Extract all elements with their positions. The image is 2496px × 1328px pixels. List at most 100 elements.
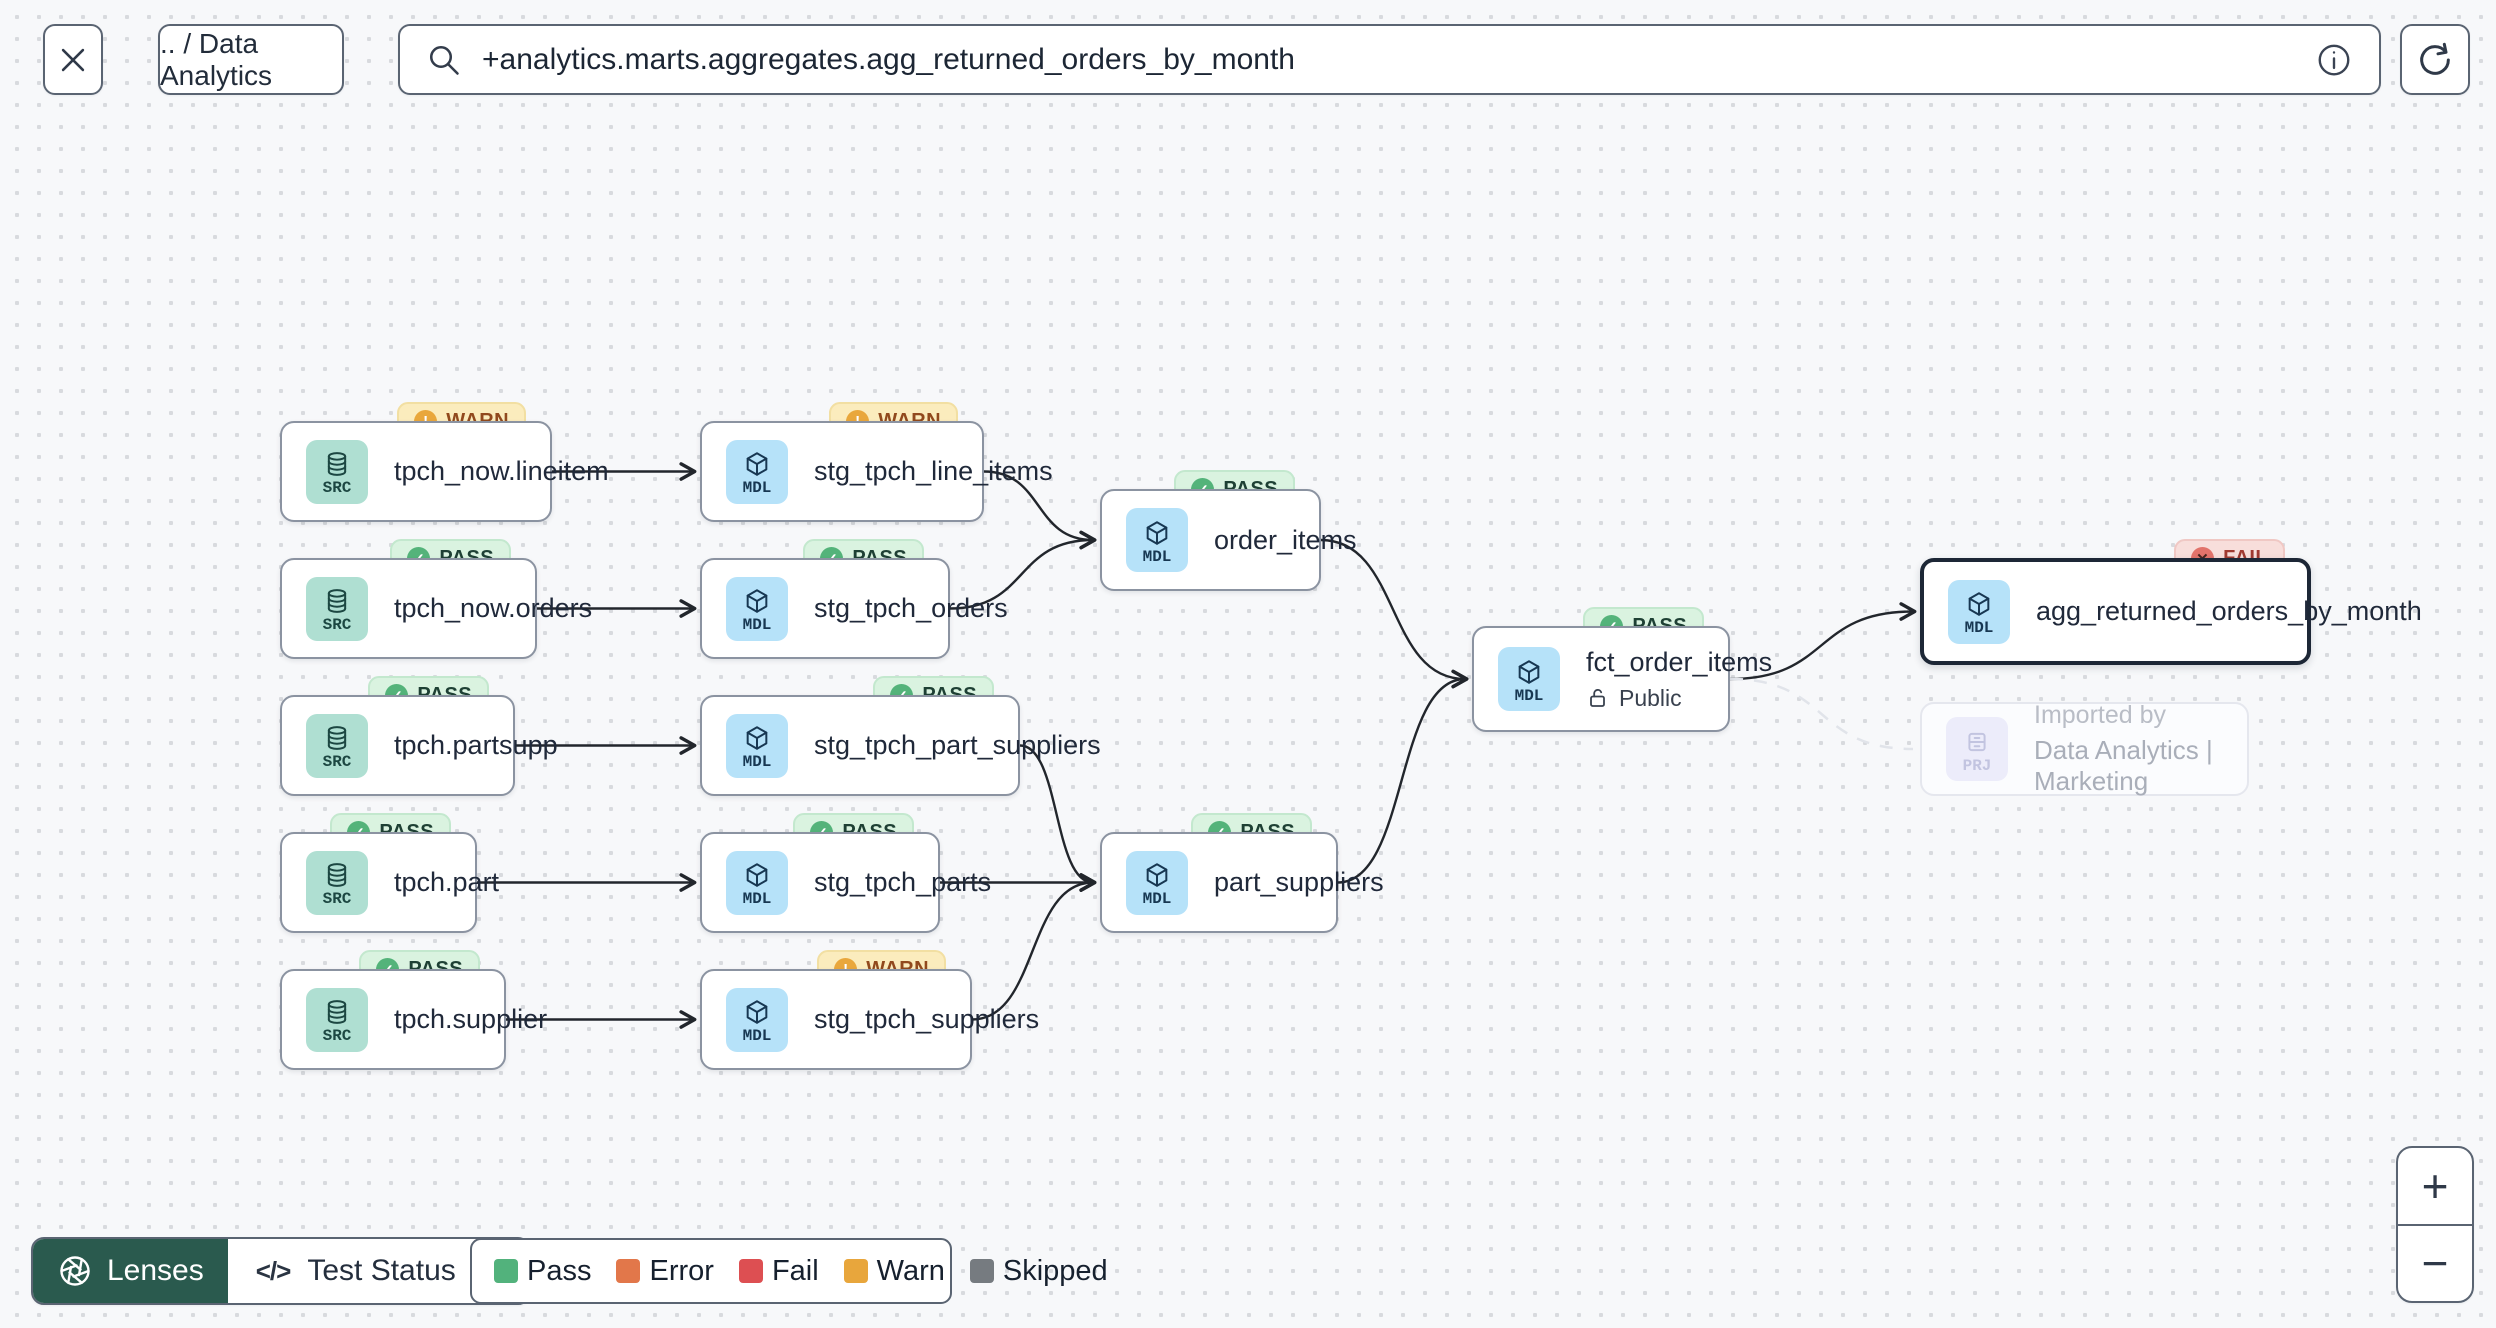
- cube-icon: MDL: [726, 576, 788, 641]
- database-icon: SRC: [306, 439, 368, 504]
- refresh-icon: [2415, 40, 2455, 80]
- edge-part_suppliers-to-fct_order_items: [1337, 669, 1469, 884]
- node-stg_line_items: !WARNMDLstg_tpch_line_items: [700, 402, 1053, 522]
- node-order_items: ✓PASSMDLorder_items: [1100, 470, 1357, 591]
- edge-stg_orders-to-order_items: [949, 530, 1097, 610]
- legend-item-skipped: Skipped: [969, 1254, 1108, 1288]
- lens-selector[interactable]: </> Test Status: [228, 1239, 529, 1303]
- node-src_orders: ✓PASSSRCtpch_now.orders: [280, 539, 592, 659]
- node-card-src_lineitem[interactable]: SRC tpch_now.lineitem: [280, 421, 609, 522]
- node-text: stg_tpch_orders: [814, 593, 1008, 624]
- node-label: stg_tpch_suppliers: [814, 1004, 1040, 1034]
- info-icon[interactable]: [2315, 41, 2353, 79]
- node-text: stg_tpch_parts: [814, 867, 991, 898]
- legend-label: Fail: [771, 1254, 819, 1287]
- unlock-icon: [1586, 686, 1610, 710]
- node-sublabel: Data Analytics | Marketing: [2034, 735, 2213, 796]
- legend-label: Warn: [876, 1254, 945, 1287]
- zoom-out-button[interactable]: −: [2421, 1237, 2449, 1290]
- node-card-stg_orders[interactable]: MDL stg_tpch_orders: [700, 558, 1008, 659]
- zoom-in-button[interactable]: +: [2398, 1148, 2472, 1226]
- legend-swatch: [738, 1259, 763, 1283]
- edge-order_items-to-fct_order_items: [1320, 538, 1469, 689]
- cube-icon: MDL: [726, 850, 788, 915]
- node-stg_part_suppliers: ✓PASSMDLstg_tpch_part_suppliers: [700, 676, 1101, 796]
- test-status-legend: Pass Error Fail Warn Skipped: [470, 1238, 1108, 1304]
- access-label: Public: [1619, 684, 1682, 711]
- edge-fct_order_items-to-agg_returned: [1729, 602, 1917, 681]
- cube-icon: MDL: [726, 713, 788, 778]
- legend-item-pass: Pass: [494, 1255, 591, 1288]
- cube-icon: MDL: [1126, 850, 1188, 915]
- node-label: Imported by: [2034, 701, 2167, 729]
- node-src_partsupp: ✓PASSSRCtpch.partsupp: [280, 676, 558, 796]
- cube-icon: MDL: [1126, 508, 1188, 572]
- node-label: tpch_now.orders: [394, 593, 593, 623]
- aperture-icon: [57, 1253, 93, 1289]
- node-text: tpch.part: [394, 867, 499, 898]
- node-text: stg_tpch_line_items: [814, 456, 1053, 487]
- node-card-stg_parts[interactable]: MDL stg_tpch_parts: [700, 832, 991, 933]
- node-stg_orders: ✓PASSMDLstg_tpch_orders: [700, 539, 1008, 659]
- cube-icon: MDL: [726, 987, 788, 1052]
- node-card-stg_suppliers[interactable]: MDL stg_tpch_suppliers: [700, 969, 1039, 1070]
- node-imported_by: PRJ Imported by Data Analytics | Marketing: [1920, 701, 2249, 797]
- node-label: stg_tpch_orders: [814, 593, 1008, 623]
- legend-swatch: [494, 1259, 518, 1283]
- legend-swatch: [843, 1259, 868, 1283]
- close-button[interactable]: [43, 24, 103, 95]
- node-label: tpch.supplier: [394, 1004, 548, 1034]
- refresh-button[interactable]: [2400, 24, 2470, 95]
- search-input[interactable]: [482, 42, 2295, 77]
- node-text: order_items: [1214, 525, 1357, 556]
- legend-swatch: [969, 1259, 994, 1283]
- node-card-agg_returned[interactable]: MDL agg_returned_orders_by_month: [1920, 558, 2422, 665]
- node-text: Imported by Data Analytics | Marketing: [2034, 701, 2221, 797]
- node-src_lineitem: !WARNSRCtpch_now.lineitem: [280, 402, 609, 522]
- edge-stg_part_suppliers-to-part_suppliers: [1019, 744, 1097, 892]
- legend-item-error: Error: [616, 1254, 714, 1288]
- node-stg_suppliers: !WARNMDLstg_tpch_suppliers: [700, 950, 1039, 1070]
- node-card-stg_part_suppliers[interactable]: MDL stg_tpch_part_suppliers: [700, 695, 1101, 796]
- node-src_part: ✓PASSSRCtpch.part: [280, 813, 499, 933]
- node-label: stg_tpch_part_suppliers: [814, 730, 1101, 760]
- project-icon: PRJ: [1946, 717, 2008, 781]
- node-part_suppliers: ✓PASSMDLpart_suppliers: [1100, 813, 1384, 933]
- node-label: tpch.part: [394, 867, 500, 897]
- node-label: stg_tpch_line_items: [814, 456, 1053, 486]
- breadcrumb-label: .. / Data Analytics: [160, 27, 273, 91]
- legend-label: Error: [649, 1254, 714, 1287]
- legend-label: Skipped: [1002, 1254, 1108, 1287]
- database-icon: SRC: [306, 713, 368, 778]
- close-icon: [56, 43, 90, 77]
- cube-icon: MDL: [1948, 579, 2010, 644]
- lenses-button[interactable]: Lenses: [33, 1239, 228, 1303]
- node-text: stg_tpch_part_suppliers: [814, 730, 1101, 761]
- node-label: agg_returned_orders_by_month: [2036, 596, 2422, 626]
- breadcrumb[interactable]: .. / Data Analytics: [158, 24, 344, 95]
- node-label: stg_tpch_parts: [814, 867, 992, 897]
- node-label: tpch.partsupp: [394, 730, 558, 760]
- node-src_supplier: ✓PASSSRCtpch.supplier: [280, 950, 547, 1070]
- node-label: order_items: [1214, 524, 1357, 555]
- node-card-order_items[interactable]: MDL order_items: [1100, 489, 1357, 591]
- legend-swatch: [616, 1259, 641, 1283]
- node-text: stg_tpch_suppliers: [814, 1004, 1039, 1035]
- search-box[interactable]: [398, 24, 2381, 95]
- lens-pill: Lenses </> Test Status: [31, 1237, 531, 1305]
- legend-item-fail: Fail: [738, 1254, 819, 1288]
- access-row: Public: [1586, 685, 1772, 712]
- node-card-src_partsupp[interactable]: SRC tpch.partsupp: [280, 695, 558, 796]
- node-label: tpch_now.lineitem: [394, 456, 609, 486]
- legend-item-warn: Warn: [843, 1254, 945, 1288]
- edge-fct_order_items-to-imported_by: [1729, 677, 1914, 751]
